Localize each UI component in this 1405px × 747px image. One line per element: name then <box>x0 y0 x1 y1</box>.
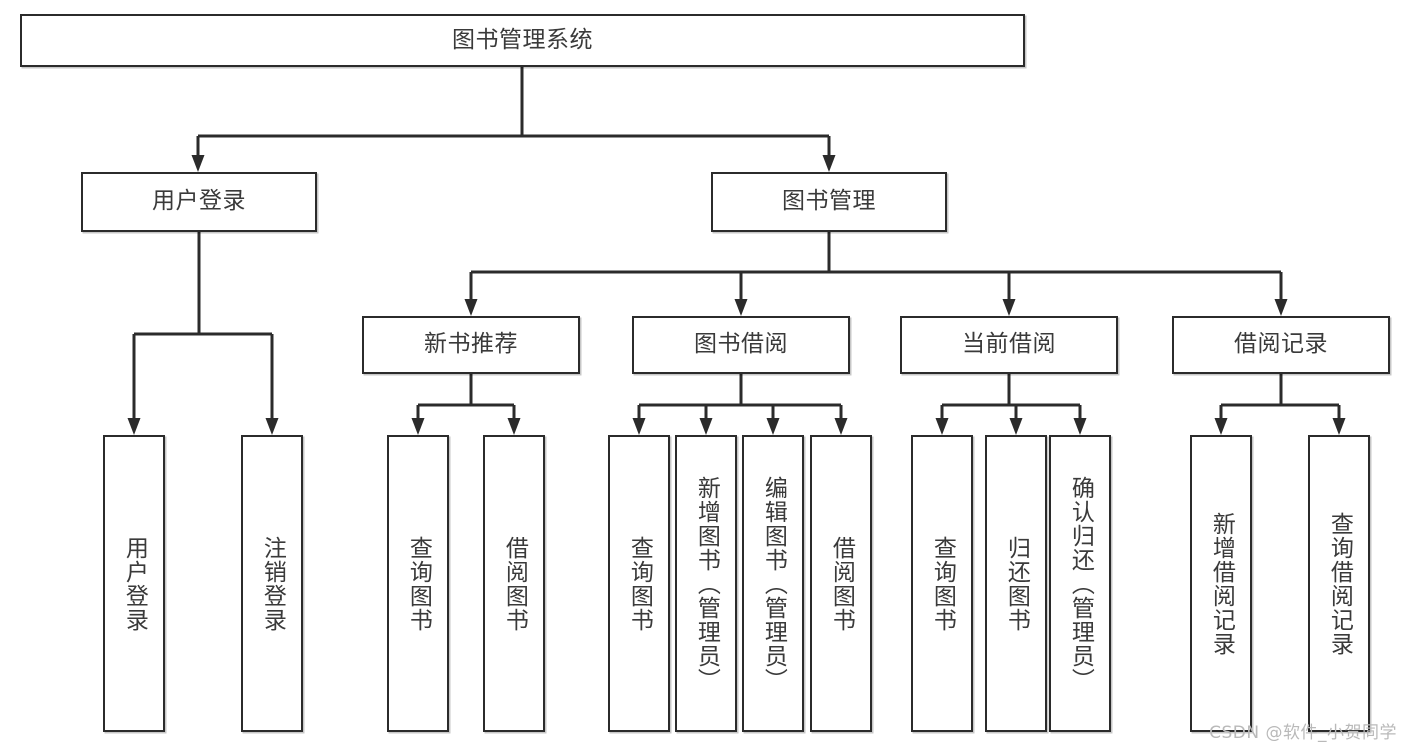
level3-node[interactable]: 当前借阅 <box>900 316 1118 374</box>
arrow-head-icon <box>1274 299 1288 316</box>
arrow-head-icon <box>464 299 478 316</box>
leaf-node[interactable]: 借阅图书 <box>483 435 545 732</box>
node-label: 借阅图书 <box>501 535 528 632</box>
arrow-head-icon <box>265 418 279 435</box>
arrow-head-icon <box>127 418 141 435</box>
leaf-node[interactable]: 查询图书 <box>608 435 670 732</box>
arrow-head-icon <box>834 418 848 435</box>
leaf-node[interactable]: 新增图书（管理员） <box>675 435 737 732</box>
level3-node[interactable]: 新书推荐 <box>362 316 580 374</box>
leaf-node[interactable]: 归还图书 <box>985 435 1047 732</box>
node-label: 新书推荐 <box>424 331 518 358</box>
level3-node[interactable]: 借阅记录 <box>1172 316 1390 374</box>
level2-node[interactable]: 用户登录 <box>81 172 317 232</box>
node-label: 查询图书 <box>929 535 956 632</box>
node-label: 用户登录 <box>121 535 148 632</box>
node-label: 新增图书（管理员） <box>693 475 720 692</box>
arrow-head-icon <box>822 155 836 172</box>
leaf-node[interactable]: 借阅图书 <box>810 435 872 732</box>
leaf-node[interactable]: 查询图书 <box>911 435 973 732</box>
leaf-node[interactable]: 确认归还（管理员） <box>1049 435 1111 732</box>
arrow-head-icon <box>766 418 780 435</box>
node-label: 新增借阅记录 <box>1208 511 1235 656</box>
arrow-head-icon <box>1214 418 1228 435</box>
node-label: 借阅图书 <box>828 535 855 632</box>
arrow-head-icon <box>699 418 713 435</box>
arrow-head-icon <box>632 418 646 435</box>
leaf-node[interactable]: 查询图书 <box>387 435 449 732</box>
node-label: 编辑图书（管理员） <box>760 475 787 692</box>
node-label: 查询图书 <box>405 535 432 632</box>
node-label: 当前借阅 <box>962 331 1056 358</box>
node-label: 注销登录 <box>259 535 286 632</box>
watermark: CSDN @软件_小贺同学 <box>1209 723 1397 743</box>
node-label: 用户登录 <box>152 188 246 215</box>
node-label: 图书管理系统 <box>452 26 593 53</box>
node-label: 图书借阅 <box>694 331 788 358</box>
leaf-node[interactable]: 新增借阅记录 <box>1190 435 1252 732</box>
node-label: 查询图书 <box>626 535 653 632</box>
level3-node[interactable]: 图书借阅 <box>632 316 850 374</box>
leaf-node[interactable]: 编辑图书（管理员） <box>742 435 804 732</box>
node-label: 查询借阅记录 <box>1326 511 1353 656</box>
arrow-head-icon <box>1332 418 1346 435</box>
arrow-head-icon <box>507 418 521 435</box>
leaf-node[interactable]: 注销登录 <box>241 435 303 732</box>
node-label: 借阅记录 <box>1234 331 1328 358</box>
node-label: 图书管理 <box>782 188 876 215</box>
arrow-head-icon <box>1073 418 1087 435</box>
root-node[interactable]: 图书管理系统 <box>20 14 1025 67</box>
leaf-node[interactable]: 用户登录 <box>103 435 165 732</box>
arrow-head-icon <box>1002 299 1016 316</box>
arrow-head-icon <box>1009 418 1023 435</box>
arrow-head-icon <box>935 418 949 435</box>
arrow-head-icon <box>411 418 425 435</box>
node-label: 确认归还（管理员） <box>1067 475 1094 692</box>
node-label: 归还图书 <box>1003 535 1030 632</box>
level2-node[interactable]: 图书管理 <box>711 172 947 232</box>
arrow-head-icon <box>734 299 748 316</box>
arrow-head-icon <box>191 155 205 172</box>
leaf-node[interactable]: 查询借阅记录 <box>1308 435 1370 732</box>
